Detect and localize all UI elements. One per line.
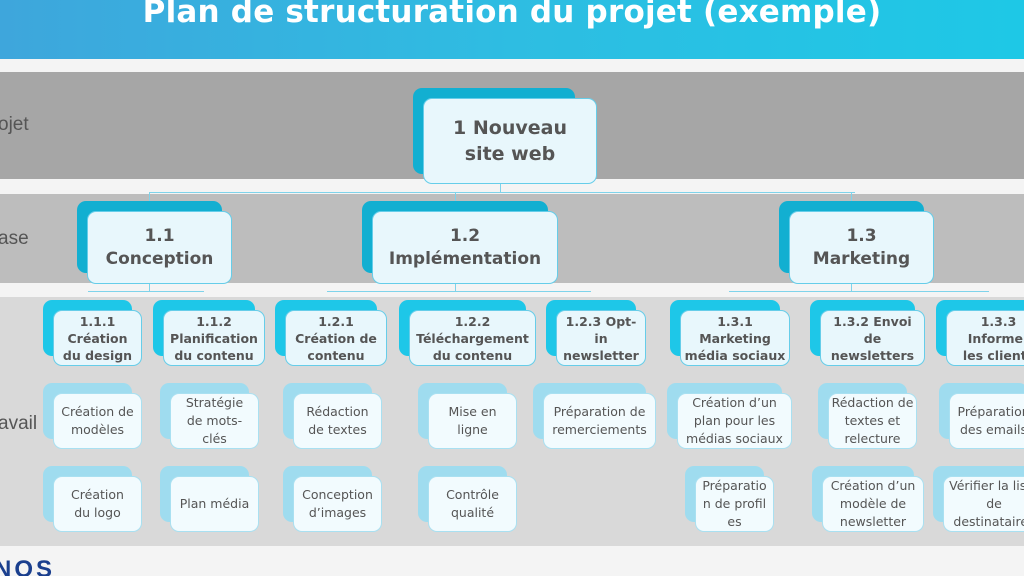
- node-1-3-3[interactable]: 1.3.3 Informer les clients: [936, 300, 1024, 366]
- task-node[interactable]: Plan média: [160, 466, 259, 532]
- node-label: 1.2.2 Téléchargement du contenu: [416, 313, 529, 363]
- band-label-projet: ojet: [0, 114, 29, 135]
- node-label: 1.1.2 Planification du contenu: [170, 313, 258, 363]
- node-1-1-2[interactable]: 1.1.2 Planification du contenu: [153, 300, 265, 366]
- task-label: Vérifier la liste de destinataires: [949, 478, 1024, 529]
- task-node[interactable]: Préparation de remerciements: [533, 383, 656, 449]
- node-1-3-1[interactable]: 1.3.1 Marketing média sociaux: [670, 300, 790, 366]
- task-node[interactable]: Stratégie de mots-clés: [160, 383, 259, 449]
- node-1-2-3[interactable]: 1.2.3 Opt-in newsletter: [546, 300, 646, 366]
- task-label: Plan média: [179, 496, 250, 511]
- node-label: 1.3 Marketing: [812, 225, 911, 269]
- node-phase-1-1[interactable]: 1.1 Conception: [77, 201, 232, 284]
- task-label: Stratégie de mots-clés: [185, 395, 244, 446]
- task-node[interactable]: Création du logo: [43, 466, 142, 532]
- node-label: 1.2.3 Opt-in newsletter: [563, 313, 639, 363]
- task-label: Création d’un plan pour les médias socia…: [686, 395, 783, 446]
- task-label: Préparation des emails: [957, 404, 1024, 437]
- node-label: 1.3.2 Envoi de newsletters: [830, 313, 915, 363]
- task-node[interactable]: Création de modèles: [43, 383, 142, 449]
- task-label: Préparation de remerciements: [552, 404, 647, 437]
- task-node[interactable]: Rédaction de textes: [283, 383, 382, 449]
- connector: [851, 284, 852, 291]
- task-label: Contrôle qualité: [446, 487, 499, 520]
- band-label-travail: avail: [0, 413, 38, 434]
- node-phase-1-2[interactable]: 1.2 Implémentation: [362, 201, 558, 284]
- node-1-2-2[interactable]: 1.2.2 Téléchargement du contenu: [399, 300, 536, 366]
- node-label: 1.2 Implémentation: [388, 225, 542, 269]
- task-label: Création du logo: [71, 487, 124, 520]
- task-node[interactable]: Création d’un modèle de newsletter: [812, 466, 924, 532]
- node-label: 1.2.1 Création de contenu: [295, 313, 377, 363]
- task-node[interactable]: Préparation de profiles: [685, 466, 774, 532]
- node-1-1-1[interactable]: 1.1.1 Création du design: [43, 300, 142, 366]
- task-node[interactable]: Création d’un plan pour les médias socia…: [667, 383, 792, 449]
- connector: [500, 184, 501, 193]
- task-node[interactable]: Préparation des emails: [939, 383, 1024, 449]
- node-label: 1.3.1 Marketing média sociaux: [684, 313, 786, 363]
- connector: [455, 284, 456, 291]
- node-label: 1.1 Conception: [105, 225, 214, 269]
- task-label: Rédaction de textes et relecture: [831, 395, 914, 446]
- task-label: Préparation de profiles: [702, 478, 767, 529]
- node-root[interactable]: 1 Nouveau site web: [413, 88, 597, 184]
- node-1-3-2[interactable]: 1.3.2 Envoi de newsletters: [810, 300, 925, 366]
- connector: [149, 284, 150, 291]
- connector: [455, 192, 456, 202]
- task-label: Mise en ligne: [448, 404, 497, 437]
- connector: [149, 192, 150, 202]
- task-node[interactable]: Contrôle qualité: [418, 466, 517, 532]
- connector: [149, 192, 855, 193]
- task-label: Conception d’images: [302, 487, 373, 520]
- connector: [851, 192, 852, 202]
- node-label: 1.1.1 Création du design: [62, 313, 133, 363]
- band-label-phase: ase: [0, 228, 29, 249]
- node-label: 1 Nouveau site web: [453, 117, 567, 165]
- task-node[interactable]: Vérifier la liste de destinataires: [933, 466, 1024, 532]
- node-1-2-1[interactable]: 1.2.1 Création de contenu: [275, 300, 387, 366]
- task-node[interactable]: Conception d’images: [283, 466, 382, 532]
- task-node[interactable]: Mise en ligne: [418, 383, 517, 449]
- connector: [327, 291, 591, 292]
- connector: [88, 291, 204, 292]
- brand-logo: NOS: [0, 556, 56, 576]
- task-label: Création d’un modèle de newsletter: [830, 478, 916, 529]
- node-phase-1-3[interactable]: 1.3 Marketing: [779, 201, 934, 284]
- connector: [729, 291, 989, 292]
- task-label: Rédaction de textes: [306, 404, 369, 437]
- title-banner: Plan de structuration du projet (exemple…: [0, 0, 1024, 59]
- task-label: Création de modèles: [61, 404, 134, 437]
- page-title: Plan de structuration du projet (exemple…: [142, 0, 882, 30]
- node-label: 1.3.3 Informer les clients: [962, 313, 1024, 363]
- task-node[interactable]: Rédaction de textes et relecture: [818, 383, 917, 449]
